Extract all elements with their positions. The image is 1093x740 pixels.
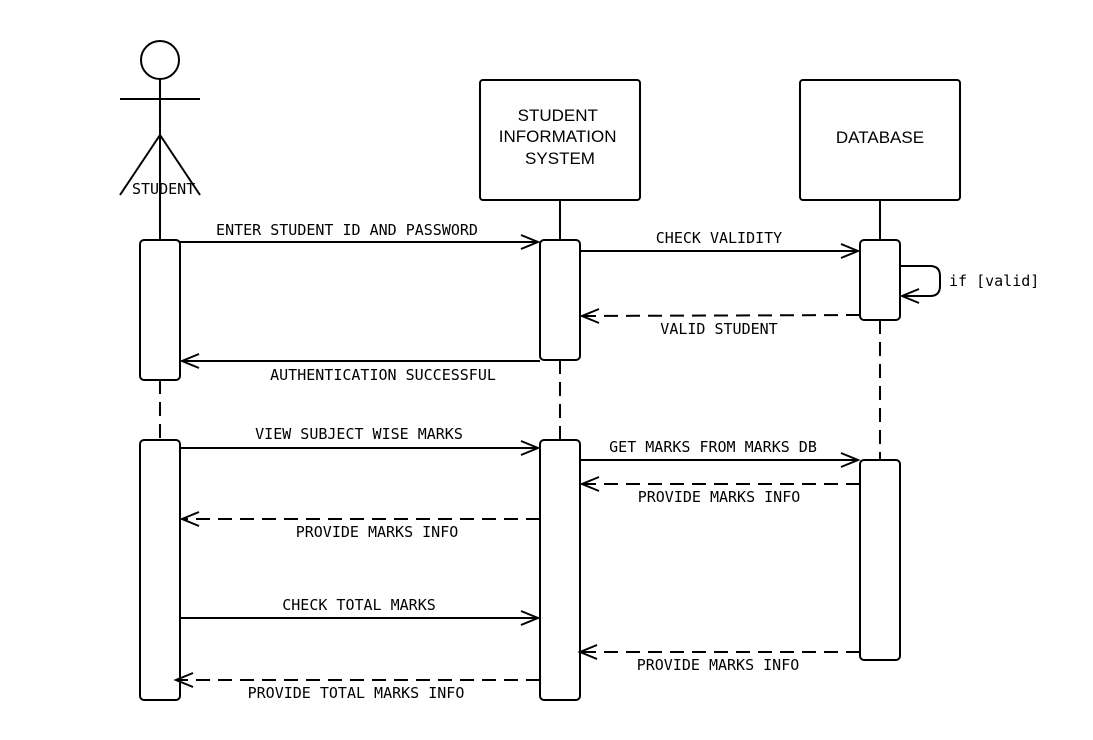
msg-provide-marks-student-arrowhead <box>179 511 200 527</box>
msg-auth-success-label: AUTHENTICATION SUCCESSFUL <box>270 366 496 384</box>
sis-label-line-3: SYSTEM <box>525 149 595 168</box>
msg-provide-marks-db-label: PROVIDE MARKS INFO <box>638 488 801 506</box>
sis-participant-label: STUDENT INFORMATION SYSTEM <box>499 106 621 168</box>
db-participant-label: DATABASE <box>836 128 924 147</box>
actor-leg-left <box>119 134 161 196</box>
msg-get-marks-arrowhead <box>840 452 861 468</box>
msg-check-total-arrowhead <box>520 610 541 626</box>
self-call-guard-label: if [valid] <box>949 272 1039 290</box>
msg-view-marks-arrowhead <box>520 440 541 456</box>
actor-head <box>140 40 180 80</box>
msg-get-marks-label: GET MARKS FROM MARKS DB <box>609 438 817 456</box>
student-activation-1 <box>139 239 181 381</box>
sis-label-line-1: STUDENT <box>518 106 598 125</box>
msg-view-marks-label: VIEW SUBJECT WISE MARKS <box>255 425 463 443</box>
msg-valid-student-arrowhead <box>579 308 600 324</box>
actor-label: STUDENT <box>132 180 195 198</box>
actor-leg-right <box>159 134 201 196</box>
self-call-arrowhead <box>899 288 920 304</box>
msg-check-validity-label: CHECK VALIDITY <box>656 229 782 247</box>
msg-check-validity-arrowhead <box>840 243 861 259</box>
msg-provide-marks-db-arrowhead <box>579 476 600 492</box>
db-activation-2 <box>859 459 901 661</box>
student-actor: STUDENT <box>119 40 201 240</box>
msg-check-total-label: CHECK TOTAL MARKS <box>282 596 436 614</box>
sis-label-line-2: INFORMATION <box>499 127 617 146</box>
db-participant-box <box>799 79 961 201</box>
sis-activation-1 <box>539 239 581 361</box>
msg-provide-marks-db-2-label: PROVIDE MARKS INFO <box>637 656 800 674</box>
sis-participant-box <box>479 79 641 201</box>
student-activation-2 <box>139 439 181 701</box>
sis-activation-2 <box>539 439 581 701</box>
msg-enter-credentials-label: ENTER STUDENT ID AND PASSWORD <box>216 221 478 239</box>
msg-valid-student-arrow <box>581 314 861 317</box>
msg-valid-student-label: VALID STUDENT <box>660 320 777 338</box>
msg-provide-marks-student-label: PROVIDE MARKS INFO <box>296 523 459 541</box>
self-call-arrow <box>900 265 941 297</box>
msg-auth-success-arrowhead <box>179 353 200 369</box>
msg-enter-credentials-arrowhead <box>520 234 541 250</box>
db-activation-1 <box>859 239 901 321</box>
msg-provide-total-label: PROVIDE TOTAL MARKS INFO <box>248 684 465 702</box>
msg-provide-marks-db-2-arrowhead <box>577 644 598 660</box>
msg-provide-total-arrowhead <box>173 672 194 688</box>
